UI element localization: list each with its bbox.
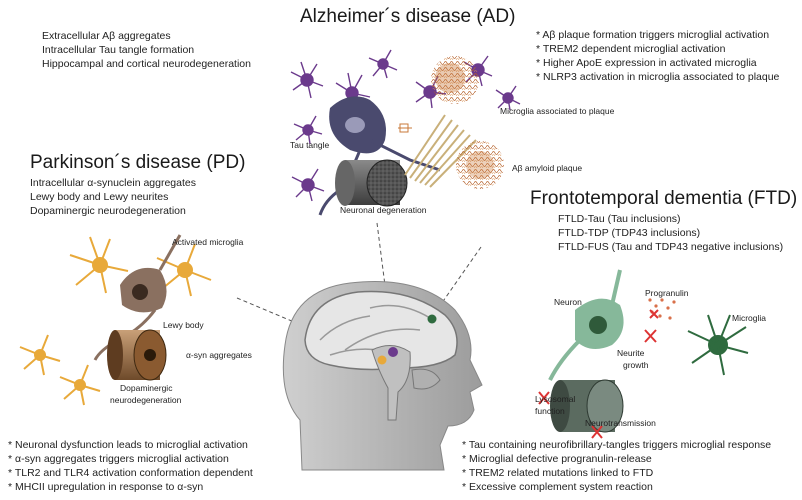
ad-feature-item: Hippocampal and cortical neurodegenerati… (42, 58, 251, 70)
ad-neuron (318, 96, 441, 216)
ftd-label-progranulin: Progranulin (645, 288, 689, 298)
ftd-label-function: function (535, 406, 565, 416)
ftd-mechanism-item: * Excessive complement system reaction (462, 481, 653, 493)
pd-cylinder (107, 329, 167, 381)
pd-feature-item: Dopaminergic neurodegeneration (30, 205, 186, 217)
head-silhouette (282, 281, 483, 471)
ad-mechanism-item: * NLRP3 activation in microglia associat… (536, 71, 780, 83)
pd-title: Parkinson´s disease (PD) (30, 152, 246, 173)
ftd-feature-item: FTLD-TDP (TDP43 inclusions) (558, 227, 701, 239)
ftd-label-growth: growth (623, 360, 649, 370)
ad-feature-list: Extracellular Aβ aggregates Intracellula… (42, 29, 251, 71)
ftd-feature-list: FTLD-Tau (Tau inclusions) FTLD-TDP (TDP4… (558, 212, 783, 254)
ftd-title: Frontotemporal dementia (FTD) (530, 188, 798, 209)
pd-label-asyn-aggregates: α-syn aggregates (186, 350, 252, 360)
ftd-neuron (548, 269, 624, 381)
ad-label-microglia-plaque: Microglia associated to plaque (500, 106, 615, 116)
ad-tangles (404, 114, 477, 188)
ftd-label-neurite: Neurite (617, 348, 645, 358)
ad-plaques (431, 56, 504, 189)
ad-label-neuronal-degeneration: Neuronal degeneration (340, 205, 427, 215)
ad-neuron-cylinder (335, 159, 408, 207)
ad-mechanism-item: * TREM2 dependent microglial activation (536, 43, 726, 55)
ftd-label-neurotransmission: Neurotransmission (585, 418, 656, 428)
ftd-label-microglia: Microglia (732, 313, 767, 323)
ad-label-tau-tangle: Tau tangle (290, 140, 330, 150)
ftd-mechanism-item: * TREM2 related mutations linked to FTD (462, 467, 654, 479)
pd-label-activated-microglia: Activated microglia (172, 237, 244, 247)
pd-feature-item: Intracellular α-synuclein aggregates (30, 177, 196, 189)
ad-mechanism-list: * Aβ plaque formation triggers microglia… (536, 28, 779, 84)
ftd-mechanism-item: * Microglial defective progranulin-relea… (462, 453, 652, 465)
ad-title: Alzheimer´s disease (AD) (300, 6, 516, 27)
ad-feature-item: Extracellular Aβ aggregates (42, 30, 171, 42)
pd-label-lewy-body: Lewy body (163, 320, 204, 330)
pd-feature-list: Intracellular α-synuclein aggregates Lew… (30, 176, 196, 218)
ad-feature-item: Intracellular Tau tangle formation (42, 44, 195, 56)
pd-feature-item: Lewy body and Lewy neurites (30, 191, 169, 203)
ftd-label-neuron: Neuron (554, 297, 582, 307)
ftd-cylinder (550, 379, 624, 433)
ftd-mechanism-list: * Tau containing neurofibrillary-tangles… (462, 438, 771, 494)
pd-mechanism-item: * Neuronal dysfunction leads to microgli… (8, 439, 248, 451)
ftd-microglia (687, 314, 749, 376)
pd-mechanism-item: * α-syn aggregates triggers microglial a… (8, 453, 229, 465)
ad-label-amyloid-plaque: Aβ amyloid plaque (512, 163, 583, 173)
ad-mechanism-item: * Aβ plaque formation triggers microglia… (536, 29, 770, 41)
ftd-feature-item: FTLD-FUS (Tau and TDP43 negative inclusi… (558, 241, 784, 253)
ftd-label-lysosomal: Lysosomal (535, 394, 576, 404)
ad-microglia-cluster (290, 49, 521, 202)
ad-mechanism-item: * Higher ApoE expression in activated mi… (536, 57, 757, 69)
pd-mechanism-item: * MHCII upregulation in response to α-sy… (8, 481, 204, 493)
ftd-crosses (538, 309, 659, 439)
pd-mechanism-list: * Neuronal dysfunction leads to microgli… (8, 438, 253, 494)
pd-label-dopaminergic: Dopaminergic (120, 383, 173, 393)
pd-neuron (93, 234, 182, 361)
pd-mechanism-item: * TLR2 and TLR4 activation conformation … (8, 467, 253, 479)
ad-fragment (398, 123, 412, 133)
pd-microglia-cluster (19, 236, 212, 406)
ftd-mechanism-item: * Tau containing neurofibrillary-tangles… (462, 439, 772, 451)
ftd-feature-item: FTLD-Tau (Tau inclusions) (558, 213, 681, 225)
pd-label-neurodegeneration: neurodegeneration (110, 395, 182, 405)
